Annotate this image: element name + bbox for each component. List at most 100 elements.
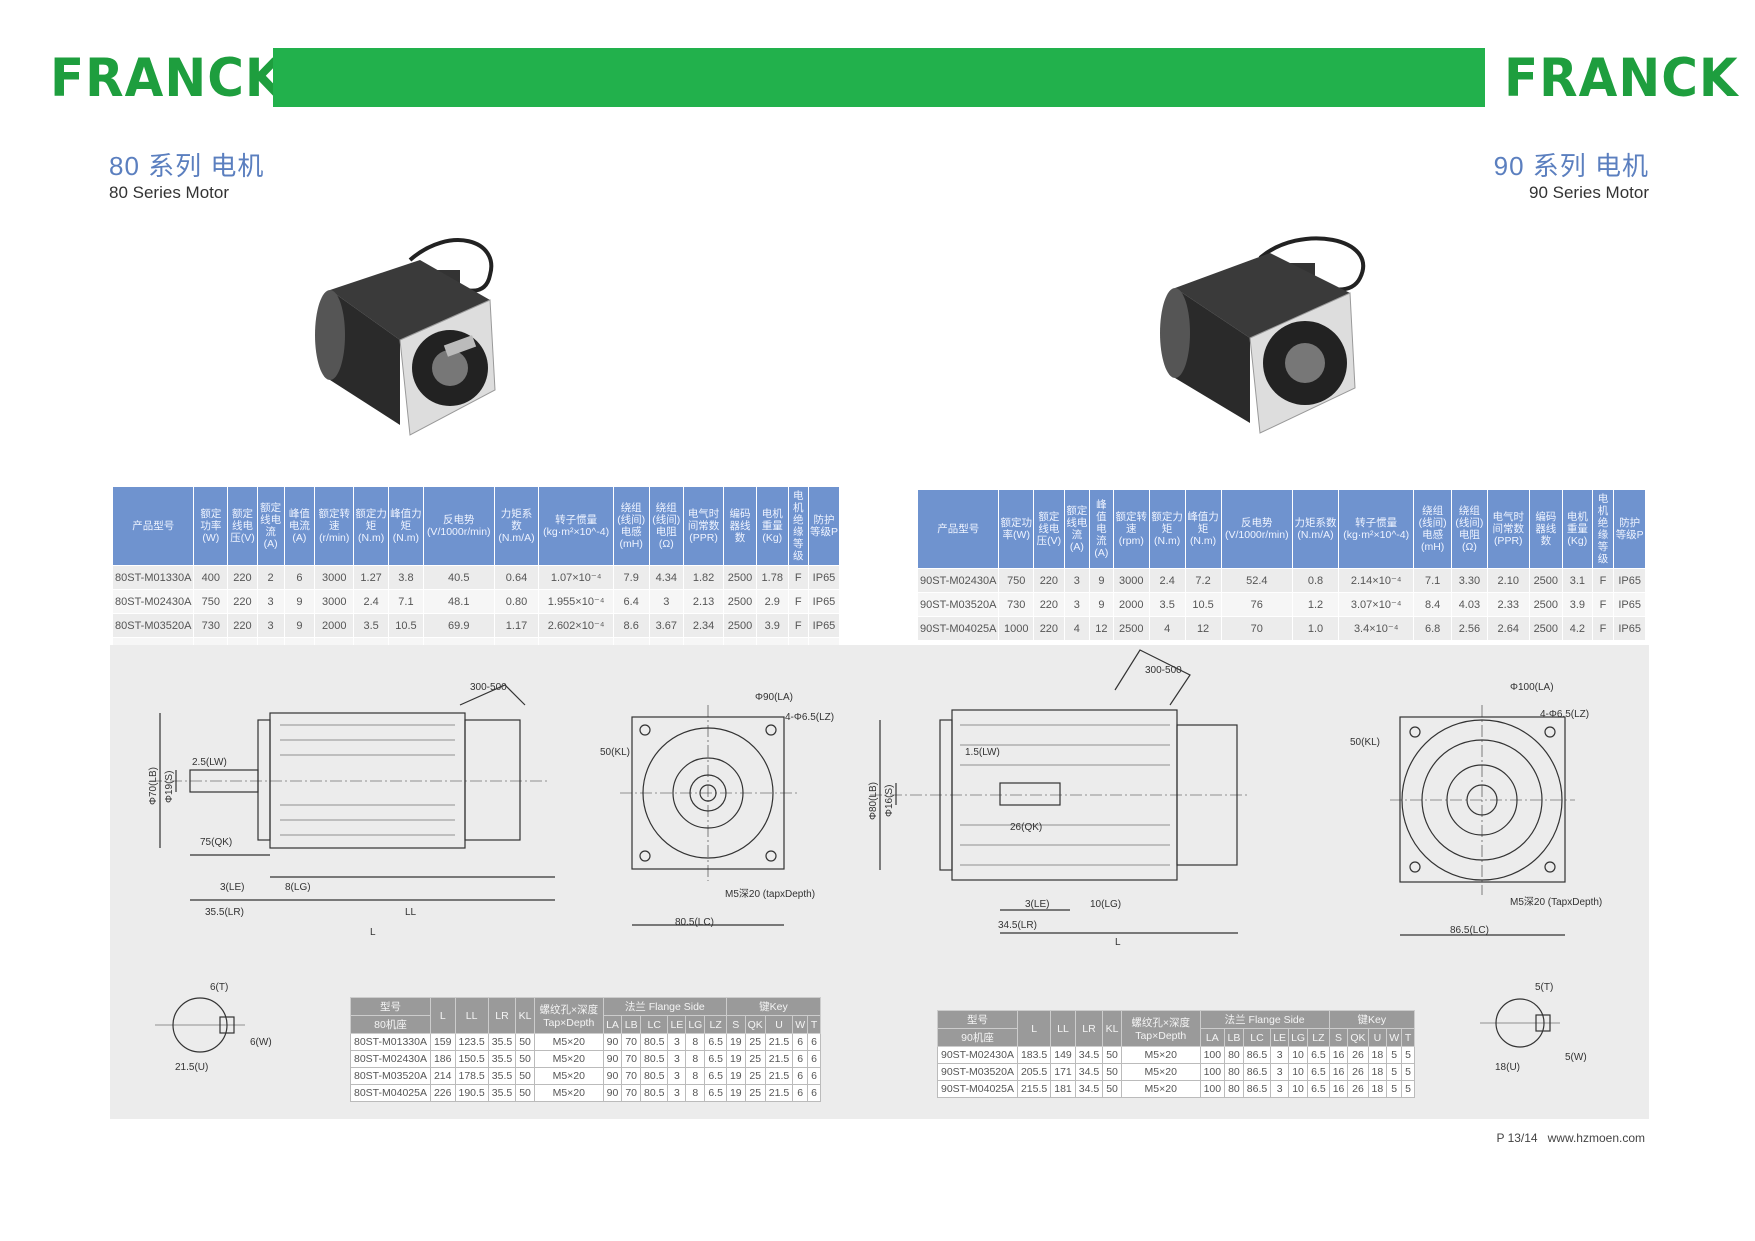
dim80-w: 6(W) xyxy=(250,1037,272,1048)
spec-table-80: 产品型号额定功率(W)额定线电压(V)额定线电流(A)峰值电流(A)额定转速(r… xyxy=(112,486,840,662)
column-header: 额定力矩(N.m) xyxy=(1149,490,1185,568)
dim80-s: Φ19(S) xyxy=(164,771,175,803)
model-header: 型号 xyxy=(350,997,431,1016)
table-cell: 26 xyxy=(1347,1046,1369,1064)
dim80-ll: LL xyxy=(405,907,417,918)
dim80-lr: 35.5(LR) xyxy=(205,907,244,918)
table-cell: 2.56 xyxy=(1451,617,1487,640)
table-cell: 1.17 xyxy=(494,614,539,637)
column-header: T xyxy=(807,1015,821,1034)
column-header: 编码器线数 xyxy=(724,487,756,565)
table-cell: 150.5 xyxy=(454,1050,489,1068)
column-header: 峰值电流(A) xyxy=(284,487,315,565)
table-cell: 2.602×10⁻⁴ xyxy=(539,614,613,637)
table-cell: 4.34 xyxy=(649,566,684,589)
table-cell: 7.1 xyxy=(389,590,423,613)
model-header: 型号 xyxy=(937,1010,1018,1029)
dim80-lc: 80.5(LC) xyxy=(675,917,714,928)
column-header: 反电势(V/1000r/min) xyxy=(423,487,494,565)
table-cell: 7.2 xyxy=(1185,569,1221,592)
table-cell: 3 xyxy=(257,614,284,637)
table-cell: IP65 xyxy=(808,590,839,613)
column-header: LZ xyxy=(704,1015,727,1034)
table-cell: 76 xyxy=(1221,593,1293,616)
column-header: 额定线电压(V) xyxy=(1034,490,1064,568)
table-cell: 48.1 xyxy=(423,590,494,613)
table-cell: 50 xyxy=(515,1033,535,1051)
dim90-l: L xyxy=(1115,937,1121,948)
table-cell: IP65 xyxy=(808,614,839,637)
spec-table-90: 产品型号额定功率(W)额定线电压(V)额定线电流(A)峰值电流(A)额定转速(r… xyxy=(917,489,1646,641)
column-header: L xyxy=(1016,1010,1052,1047)
table-cell: 19 xyxy=(725,1067,746,1085)
table-cell: 25 xyxy=(744,1067,766,1085)
table-cell: 25 xyxy=(744,1033,766,1051)
table-cell: 2.10 xyxy=(1487,569,1529,592)
table-cell: 220 xyxy=(1034,593,1064,616)
table-cell: 2.9 xyxy=(756,590,788,613)
table-cell: 2.13 xyxy=(684,590,724,613)
table-cell: 100 xyxy=(1199,1046,1226,1064)
dim80-lg: 8(LG) xyxy=(285,882,311,893)
table-cell: F xyxy=(1592,617,1614,640)
column-header: LC xyxy=(640,1015,669,1034)
table-cell: 90ST-M02430A xyxy=(937,1046,1018,1064)
table-cell: 6 xyxy=(807,1033,821,1051)
table-cell: 3000 xyxy=(315,566,354,589)
table-cell: 2500 xyxy=(1529,569,1563,592)
table-cell: 220 xyxy=(1034,569,1064,592)
column-header: 编码器线数 xyxy=(1529,490,1563,568)
flange-header: 法兰 Flange Side xyxy=(602,997,727,1016)
column-header: 电机绝缘等级 xyxy=(1592,490,1614,568)
column-header: 反电势(V/1000r/min) xyxy=(1221,490,1293,568)
dim90-le: 3(LE) xyxy=(1025,899,1049,910)
table-cell: 3.5 xyxy=(354,614,389,637)
column-header: W xyxy=(1386,1028,1403,1047)
table-cell: 70 xyxy=(621,1084,642,1102)
table-cell: 400 xyxy=(194,566,228,589)
dim80-u: 21.5(U) xyxy=(175,1062,208,1073)
table-cell: F xyxy=(788,614,808,637)
dim80-qk: 75(QK) xyxy=(200,837,232,848)
table-cell: 50 xyxy=(515,1050,535,1068)
table-cell: IP65 xyxy=(1614,569,1645,592)
table-cell: 1.27 xyxy=(354,566,389,589)
dim90-u: 18(U) xyxy=(1495,1062,1520,1073)
table-cell: 80.5 xyxy=(640,1067,669,1085)
column-header: 峰值电流(A) xyxy=(1090,490,1113,568)
table-cell: 80ST-M04025A xyxy=(350,1084,431,1102)
table-cell: 19 xyxy=(725,1050,746,1068)
dim80-le: 3(LE) xyxy=(220,882,244,893)
table-cell: 34.5 xyxy=(1074,1080,1104,1098)
table-cell: 80ST-M02430A xyxy=(350,1050,431,1068)
column-header: 峰值力矩(N.m) xyxy=(389,487,423,565)
table-cell: 80.5 xyxy=(640,1033,669,1051)
table-cell: 6 xyxy=(792,1033,809,1051)
table-cell: 6 xyxy=(284,566,315,589)
table-cell: 2500 xyxy=(1529,617,1563,640)
table-cell: 8.4 xyxy=(1414,593,1451,616)
column-header: S xyxy=(1328,1028,1349,1047)
website-link[interactable]: www.hzmoen.com xyxy=(1547,1131,1645,1145)
table-cell: 100 xyxy=(1199,1080,1226,1098)
brand-logo-right: FRANCK xyxy=(1504,47,1739,109)
table-cell: 100 xyxy=(1199,1063,1226,1081)
table-cell: 50 xyxy=(1102,1080,1122,1098)
table-cell: 10.5 xyxy=(389,614,423,637)
table-cell: 205.5 xyxy=(1016,1063,1052,1081)
column-header: LB xyxy=(1224,1028,1244,1047)
table-cell: 86.5 xyxy=(1242,1080,1272,1098)
table-cell: 12 xyxy=(1090,617,1113,640)
table-cell: 80ST-M01330A xyxy=(350,1033,431,1051)
table-cell: F xyxy=(788,590,808,613)
dim90-t: 5(T) xyxy=(1535,982,1553,993)
table-cell: 2000 xyxy=(315,614,354,637)
column-header: 额定转速(r/min) xyxy=(315,487,354,565)
table-cell: 80ST-M01330A xyxy=(113,566,194,589)
table-cell: 2500 xyxy=(724,590,756,613)
